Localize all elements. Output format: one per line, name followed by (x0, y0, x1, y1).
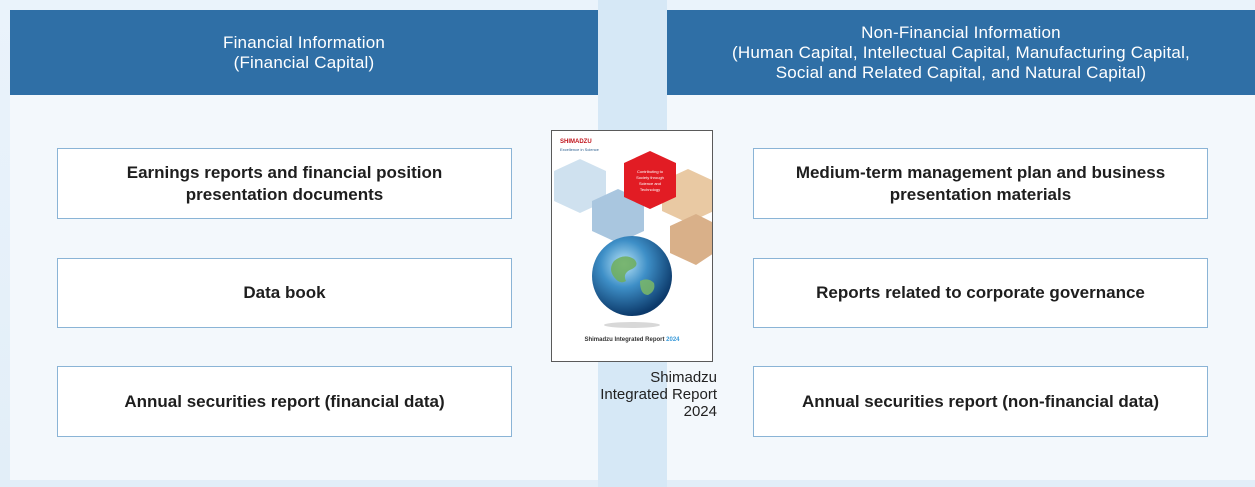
annual-securities-financial-box: Annual securities report (financial data… (57, 366, 512, 437)
earnings-reports-line1: Earnings reports and financial position (126, 162, 443, 182)
financial-header-line2: (Financial Capital) (233, 52, 375, 72)
non-financial-panel: Non-Financial Information (Human Capital… (667, 10, 1255, 480)
medium-term-plan-line2: presentation materials (889, 184, 1072, 204)
corporate-governance-box: Reports related to corporate governance (753, 258, 1208, 328)
globe-landmass (611, 256, 637, 283)
cover-title-year: 2024 (666, 337, 680, 343)
cover-photo-scientist (554, 159, 606, 213)
earnings-reports-box: Earnings reports and financial position … (57, 148, 512, 219)
annual-securities-non-financial-box: Annual securities report (non-financial … (753, 366, 1208, 437)
annual-securities-non-financial-label: Annual securities report (non-financial … (801, 391, 1160, 411)
cover-title-text: Shimadzu Integrated Report (584, 337, 665, 343)
data-book-box: Data book (57, 258, 512, 328)
cover-photo-lab (592, 189, 644, 243)
cover-title: Shimadzu Integrated Report 2024 (552, 337, 712, 343)
non-financial-header: Non-Financial Information (Human Capital… (667, 10, 1255, 95)
globe-shadow (604, 322, 660, 328)
cover-red-hexagon-text-4: Technology (640, 187, 660, 192)
cover-photo-people (670, 214, 712, 265)
financial-header-line1: Financial Information (223, 32, 385, 52)
report-caption: Shimadzu Integrated Report 2024 (540, 369, 717, 420)
report-caption-line1: Shimadzu (650, 369, 717, 386)
report-caption-line2: Integrated Report (600, 386, 717, 403)
non-financial-header-line1: Non-Financial Information (861, 22, 1061, 42)
report-cover: SHIMADZU Excellence in Science Contribut… (551, 130, 713, 362)
financial-header: Financial Information (Financial Capital… (10, 10, 598, 95)
earnings-reports-line2: presentation documents (185, 184, 384, 204)
data-book-label: Data book (243, 283, 326, 302)
financial-panel: Financial Information (Financial Capital… (10, 10, 598, 480)
earth-globe-icon (592, 236, 672, 316)
non-financial-header-line3: Social and Related Capital, and Natural … (775, 62, 1147, 82)
cover-red-hexagon-text-3: Science and (639, 181, 661, 186)
corporate-governance-label: Reports related to corporate governance (816, 283, 1145, 302)
report-caption-line3: 2024 (683, 403, 717, 420)
cover-red-hexagon-text: Contributing to (637, 169, 664, 174)
non-financial-header-line2: (Human Capital, Intellectual Capital, Ma… (731, 42, 1190, 62)
cover-red-hexagon-text-2: Society through (636, 175, 664, 180)
shimadzu-logo: SHIMADZU (560, 139, 592, 145)
globe-landmass-2 (640, 279, 655, 295)
annual-securities-financial-label: Annual securities report (financial data… (124, 391, 445, 411)
shimadzu-logo-tagline: Excellence in Science (560, 147, 599, 152)
medium-term-plan-box: Medium-term management plan and business… (753, 148, 1208, 219)
cover-red-hexagon (624, 151, 676, 209)
medium-term-plan-line1: Medium-term management plan and business (795, 162, 1166, 182)
cover-artwork: Contributing to Society through Science … (554, 151, 712, 328)
